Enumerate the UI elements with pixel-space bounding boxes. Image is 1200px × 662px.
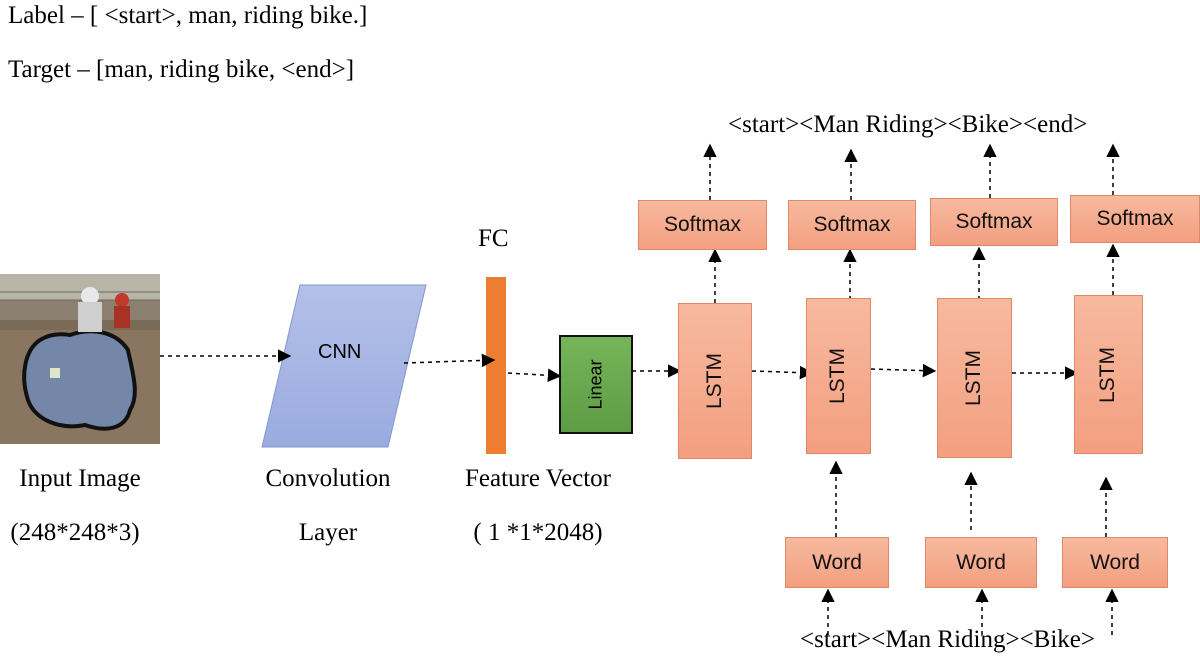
lstm-cell-label: LSTM (962, 349, 986, 407)
lstm-cell-3: LSTM (937, 298, 1012, 458)
word-box-3: Word (1062, 537, 1168, 588)
softmax-box-1: Softmax (638, 200, 767, 250)
softmax-label: Softmax (955, 210, 1033, 233)
softmax-label: Softmax (813, 213, 891, 236)
cnn-caption-2: Layer (298, 519, 358, 546)
fc-bar (486, 277, 506, 454)
softmax-label: Softmax (1096, 207, 1174, 230)
word-label: Word (1090, 550, 1140, 574)
lstm-cell-2: LSTM (806, 298, 871, 454)
label-line: Label – [ <start>, man, riding bike.] (8, 2, 368, 29)
word-label: Word (956, 550, 1006, 574)
lstm-cell-label: LSTM (1096, 346, 1120, 403)
input-image (0, 274, 160, 444)
softmax-box-2: Softmax (788, 200, 916, 250)
lstm-cell-4: LSTM (1074, 295, 1143, 454)
lstm-cell-1: LSTM (678, 303, 752, 459)
word-box-1: Word (785, 537, 889, 588)
input-sequence: <start><Man Riding><Bike> (800, 626, 1095, 653)
linear-label: Linear (585, 359, 606, 410)
arrow-fc-to-linear (507, 368, 562, 383)
input-image-caption-1: Input Image (19, 465, 141, 492)
softmax-label: Softmax (663, 213, 742, 236)
cnn-label: CNN (318, 341, 362, 363)
lstm-cell-label: LSTM (826, 347, 850, 405)
output-sequence: <start><Man Riding><Bike><end> (728, 111, 1088, 138)
linear-box (559, 335, 633, 434)
word-label: Word (812, 550, 862, 574)
fc-caption-1: Feature Vector (464, 465, 611, 492)
target-line: Target – [man, riding bike, <end>] (8, 56, 355, 83)
fc-label: FC (478, 225, 509, 252)
word-box-2: Word (925, 537, 1037, 588)
arrow-lstm1-to-lstm2 (751, 365, 814, 380)
arrow-cnn-to-fc (403, 353, 496, 368)
cnn-shape (261, 284, 427, 448)
softmax-box-4: Softmax (1070, 195, 1200, 243)
arrow-lstm2-to-lstm3 (870, 363, 937, 378)
cnn-caption-1: Convolution (265, 465, 391, 492)
fc-caption-2: ( 1 *1*2048) (473, 519, 603, 546)
lstm-cell-label: LSTM (702, 352, 726, 410)
input-image-caption-2: (248*248*3) (10, 519, 140, 546)
softmax-box-3: Softmax (930, 198, 1058, 246)
linear-label-wrap: Linear (560, 336, 632, 433)
